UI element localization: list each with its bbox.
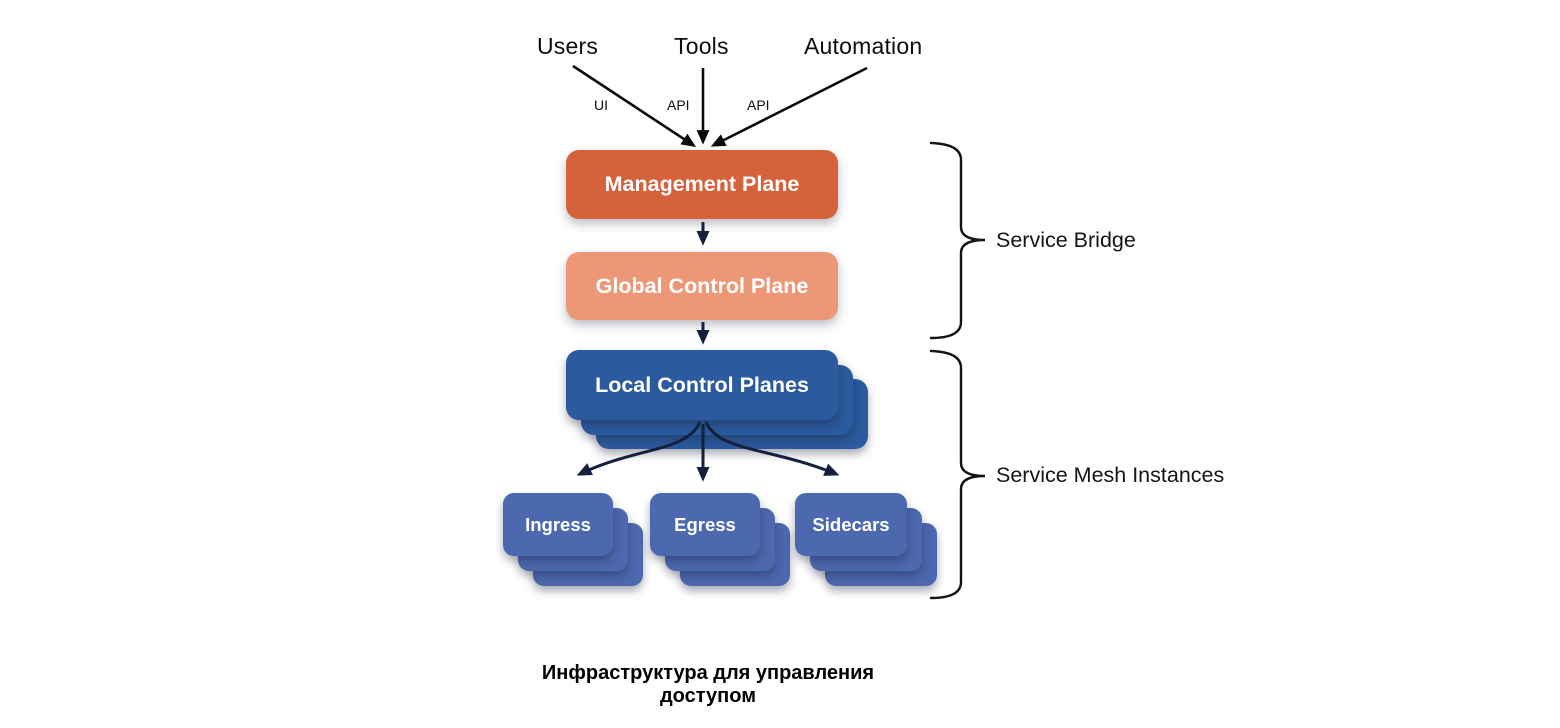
global-control-plane-box: Global Control Plane [566,252,838,320]
service-bridge-brace [929,141,986,340]
management-plane-label: Management Plane [604,172,800,196]
arrow-automation-to-management [710,66,868,147]
local-control-planes-box: Local Control Planes [566,350,838,420]
edge-label-api-automation: API [747,97,770,113]
local-control-planes-stack: Local Control Planes Local Control Plane… [566,350,868,449]
global-control-plane-label: Global Control Plane [595,273,809,298]
local-control-planes-label: Local Control Planes [595,372,809,397]
management-plane-box: Management Plane [566,150,838,219]
service-bridge-label: Service Bridge [996,228,1136,252]
sidecars-box: Sidecars [795,493,907,556]
sidecars-label: Sidecars [812,513,890,535]
source-label-tools: Tools [674,33,729,59]
edge-label-ui: UI [594,97,608,113]
sidecars-stack: Sidecars Sidecars Sidecars [795,493,937,586]
edge-label-api-tools: API [667,97,690,113]
service-mesh-instances-label: Service Mesh Instances [996,463,1225,487]
diagram-caption: Инфраструктура для управления доступом [541,662,875,707]
egress-stack: Egress Egress Egress [650,493,790,586]
source-label-automation: Automation [804,33,923,59]
source-label-users: Users [537,33,599,59]
egress-box: Egress [650,493,760,556]
service-mesh-instances-brace [929,349,986,600]
egress-label: Egress [674,513,736,535]
ingress-box: Ingress [503,493,613,556]
ingress-label: Ingress [525,513,591,535]
ingress-stack: Ingress Ingress Ingress [503,493,643,586]
